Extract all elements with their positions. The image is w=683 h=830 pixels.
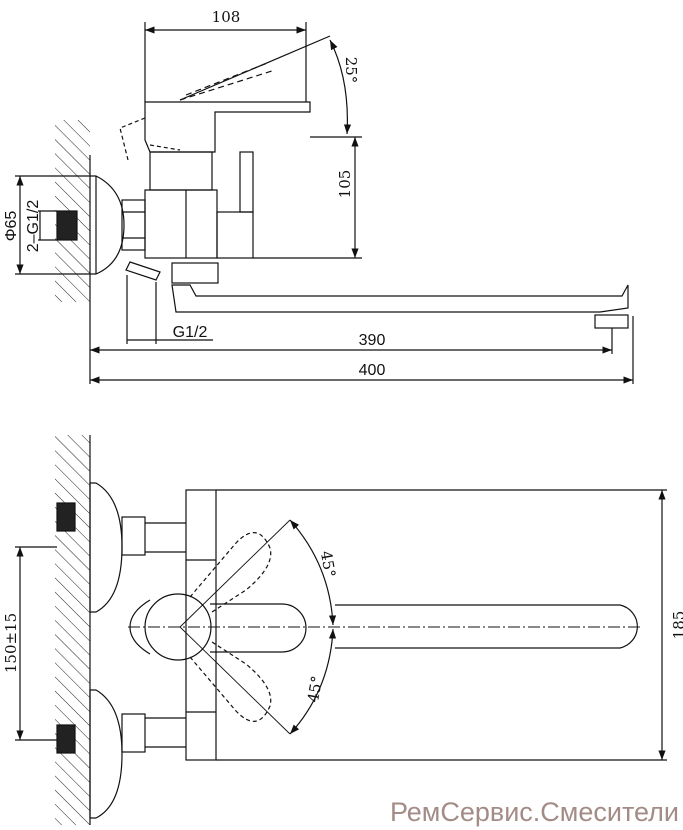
inlet-pipe <box>56 210 78 241</box>
diverter <box>125 261 161 281</box>
watermark: РемСервис.Смесители <box>389 797 679 827</box>
aerator <box>594 314 629 329</box>
nut-lower <box>121 713 146 753</box>
dim-label-105: 105 <box>336 170 354 199</box>
side-view <box>15 22 634 384</box>
dim-label-45-lower: 45° <box>304 674 326 703</box>
dim-label-108: 108 <box>212 8 241 26</box>
dim-label-185: 185 <box>670 611 683 640</box>
dim-label-outlet-thread: G1/2 <box>173 324 208 341</box>
lever-raised-outline <box>179 69 276 101</box>
escutcheon-lower <box>89 689 123 819</box>
handle <box>144 101 311 153</box>
dim-label-45-upper: 45° <box>317 549 339 578</box>
dim-arc-45-lower <box>289 628 337 735</box>
escutcheon-upper <box>89 482 123 613</box>
dim-arc-25 <box>329 39 352 135</box>
dim-arc-45-upper <box>289 519 337 626</box>
spout <box>171 284 629 313</box>
lever-top <box>210 603 307 653</box>
inlet-upper <box>56 502 76 532</box>
side-lever <box>239 151 254 213</box>
cartridge <box>149 151 213 191</box>
mixer-body <box>144 189 218 259</box>
escutcheon <box>90 175 125 275</box>
nut-upper <box>121 516 146 556</box>
wall-hatch-top <box>55 435 90 825</box>
dim-label-25-deg: 25° <box>342 57 360 84</box>
dim-label-400: 400 <box>359 362 386 379</box>
lever-left-position <box>189 532 272 613</box>
top-view <box>15 435 667 825</box>
dim-label-diameter-65: Φ65 <box>3 211 20 242</box>
spout-collar <box>171 262 219 284</box>
inlet-lower <box>56 724 76 754</box>
lever-right-position <box>189 641 272 722</box>
connection-nut <box>121 199 146 251</box>
spout-top <box>335 604 638 649</box>
dim-label-150: 150±15 <box>2 613 20 673</box>
dim-label-inlet-thread: 2–G1/2 <box>25 200 42 253</box>
dim-label-390: 390 <box>359 332 386 349</box>
body-top <box>185 489 217 761</box>
